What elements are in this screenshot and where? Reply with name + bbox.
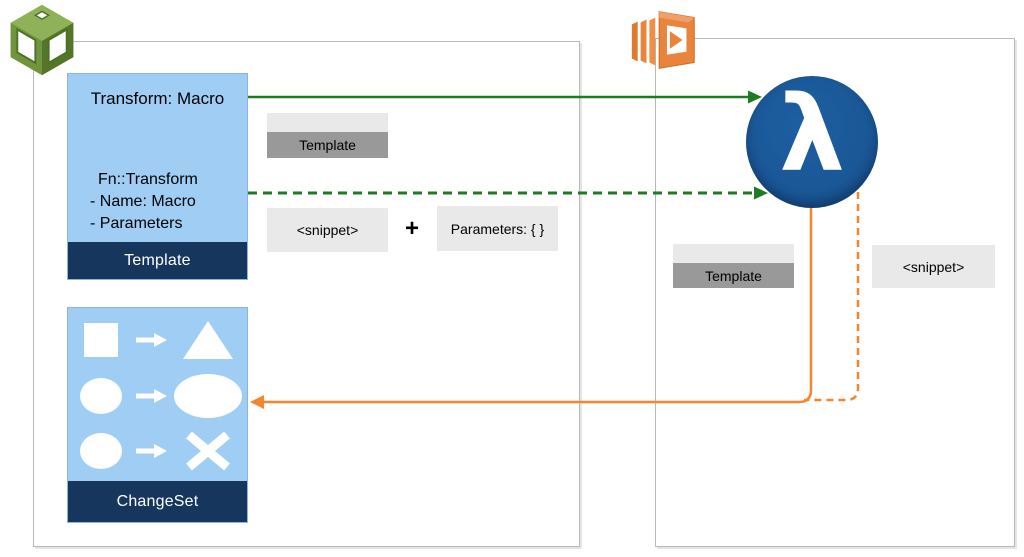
triangle-shape-icon	[168, 320, 247, 360]
transform-macro-label: Transform: Macro	[90, 89, 225, 108]
changeset-box-footer-label: ChangeSet	[68, 481, 247, 522]
cross-shape-icon	[168, 431, 247, 471]
label-band-top	[267, 113, 388, 132]
mid-template-label: Template	[267, 132, 388, 158]
parameters-label-box: Parameters: { }	[437, 206, 558, 251]
circle-shape-icon	[68, 432, 134, 470]
mid-snippet-label-box: <snippet>	[267, 208, 388, 252]
fn-transform-line: Fn::Transform	[98, 171, 198, 188]
template-box-footer-label: Template	[68, 242, 247, 279]
lambda-service-icon	[631, 11, 695, 69]
right-template-label-box: Template	[673, 244, 794, 288]
changeset-row	[68, 431, 247, 471]
right-arrow-icon	[134, 442, 168, 460]
changeset-row	[68, 373, 247, 419]
square-shape-icon	[68, 322, 134, 358]
lambda-glyph: λ	[779, 73, 845, 195]
right-arrow-icon	[134, 387, 168, 405]
fn-name-line: - Name: Macro	[90, 193, 196, 210]
cloudformation-icon	[10, 4, 74, 76]
label-band-top	[673, 244, 794, 263]
right-arrow-icon	[134, 331, 168, 349]
fn-parameters-line: - Parameters	[90, 215, 183, 232]
changeset-row	[68, 320, 247, 360]
ellipse-shape-icon	[168, 373, 247, 419]
fn-transform-block: Fn::Transform - Name: Macro - Parameters	[90, 169, 198, 235]
changeset-shape-rows	[68, 308, 247, 483]
mid-template-label-box: Template	[267, 113, 388, 158]
right-snippet-label-box: <snippet>	[872, 245, 995, 288]
plus-sign: +	[404, 215, 419, 242]
right-template-label: Template	[673, 263, 794, 288]
lambda-function-circle: λ	[746, 76, 878, 208]
circle-shape-icon	[68, 377, 134, 415]
template-box: Transform: Macro Fn::Transform - Name: M…	[67, 73, 248, 280]
changeset-box: ChangeSet	[67, 307, 248, 523]
